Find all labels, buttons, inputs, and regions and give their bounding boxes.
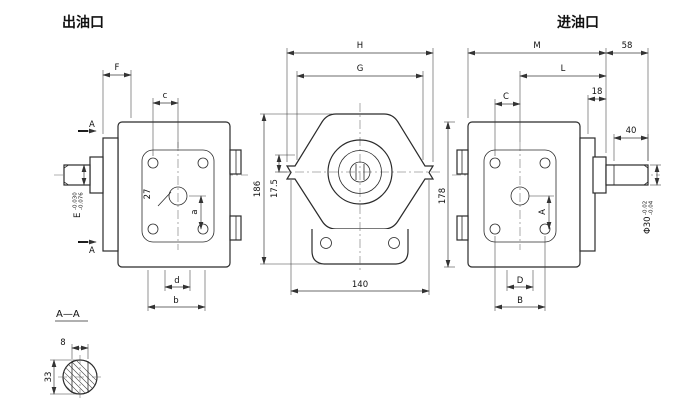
inlet-port-label: 进油口 — [557, 14, 599, 31]
dim-8-label: 8 — [60, 338, 65, 348]
section-hatching — [63, 360, 97, 394]
dim-33: 33 — [44, 359, 78, 395]
front-pilot-ring — [338, 150, 382, 194]
section-view-title: A—A — [56, 309, 80, 320]
left-mounting-flange — [102, 137, 119, 252]
right-side-view: M 58 L 18 C 40 — [438, 41, 661, 311]
dim-c-label: c — [163, 91, 168, 101]
dim-g: G — [296, 64, 424, 160]
section-marker-top-label: A — [89, 120, 95, 130]
dim-shaft-diameter: Φ30 -0.02 -0.04 — [643, 164, 661, 234]
left-shaft-hub — [89, 156, 104, 194]
dim-27-label: 27 — [143, 189, 153, 200]
dim-178-label: 178 — [438, 188, 448, 204]
dim-b-right: B — [494, 236, 546, 311]
dim-58-label: 58 — [622, 41, 633, 51]
left-bolt-hole — [197, 157, 209, 169]
dim-e-tol-upper: -0.030 — [73, 192, 79, 210]
left-bolt-hole — [147, 223, 159, 235]
front-pilot-boss — [327, 139, 393, 205]
dim-b-label: b — [173, 296, 178, 306]
dim-186: 186 — [253, 113, 332, 265]
front-shaft-bore — [349, 161, 371, 183]
dim-40: 40 — [613, 126, 649, 161]
left-port-plate — [141, 149, 215, 243]
dim-c-right-label: C — [503, 92, 509, 102]
outlet-port-label: 出油口 — [62, 14, 104, 31]
left-side-view: F c A A E -0.030 -0.076 — [54, 63, 248, 311]
right-bolt-hole — [489, 223, 501, 235]
dim-m-label: M — [533, 41, 540, 51]
dim-b-right-label: B — [517, 296, 523, 306]
dim-8: 8 — [60, 338, 89, 359]
dim-d: d — [164, 270, 191, 291]
dim-shaft-tol-lower: -0.04 — [649, 200, 655, 215]
right-port-plate — [483, 149, 557, 243]
section-view-a-a: A—A 8 33 — [44, 309, 102, 399]
dim-d-label: d — [174, 276, 179, 286]
dim-17-5-label: 17.5 — [270, 179, 280, 198]
right-drive-shaft — [605, 164, 649, 186]
dim-18: 18 — [587, 87, 607, 134]
right-bolt-hole — [539, 157, 551, 169]
left-pump-body — [117, 121, 231, 268]
dim-a: a — [189, 195, 206, 230]
section-marker-bottom-label: A — [89, 246, 95, 256]
dim-178: 178 — [438, 121, 455, 268]
dim-h-label: H — [357, 41, 363, 51]
front-bolt-hole-left — [320, 237, 332, 249]
front-bolt-hole-right — [388, 237, 400, 249]
left-port-connector-top — [229, 149, 242, 175]
dim-g-label: G — [357, 64, 364, 74]
section-cut-marker-bottom: A — [78, 239, 97, 256]
dim-h: H — [286, 41, 434, 162]
left-drive-shaft — [63, 164, 91, 186]
dim-c: c — [152, 91, 179, 156]
dim-18-label: 18 — [592, 87, 603, 97]
dim-f-label: F — [115, 63, 120, 73]
dim-e-label: E — [73, 213, 83, 218]
dim-27: 27 — [143, 189, 172, 207]
dim-140-label: 140 — [352, 280, 368, 290]
left-port-connector-bottom — [229, 215, 242, 241]
dim-f: F — [102, 63, 132, 134]
dim-40-label: 40 — [626, 126, 637, 136]
dim-33-label: 33 — [44, 372, 54, 383]
dim-shaft-dia-label: Φ30 — [643, 216, 653, 234]
dim-a-right-label: A — [538, 209, 548, 215]
dim-l: L — [519, 64, 607, 142]
dim-a-label: a — [190, 209, 200, 214]
left-center-hole — [168, 186, 188, 206]
left-bolt-hole — [147, 157, 159, 169]
dim-d-right-label: D — [517, 276, 524, 286]
right-pump-body — [467, 121, 581, 268]
dim-e-shaft-diameter: E -0.030 -0.076 — [73, 164, 90, 218]
dim-l-label: L — [561, 64, 566, 74]
right-mounting-flange — [579, 137, 596, 252]
right-port-connector-bottom — [456, 215, 469, 241]
dim-e-tol-lower: -0.076 — [79, 192, 85, 210]
dim-b: b — [147, 270, 206, 311]
dim-17-5: 17.5 — [270, 154, 295, 198]
front-view: H G 186 17.5 140 — [253, 41, 442, 295]
right-port-connector-top — [456, 149, 469, 175]
dim-c-right: C — [494, 92, 521, 156]
dim-d-right: D — [506, 270, 534, 291]
right-bolt-hole — [489, 157, 501, 169]
dim-a-right: A — [529, 195, 554, 230]
dim-140: 140 — [290, 180, 430, 295]
section-cut-marker-top: A — [78, 120, 97, 134]
right-shaft-hub — [592, 156, 607, 194]
dim-shaft-tol-upper: -0.02 — [643, 201, 649, 215]
dim-186-label: 186 — [253, 181, 263, 197]
dim-58: 58 — [605, 41, 649, 161]
